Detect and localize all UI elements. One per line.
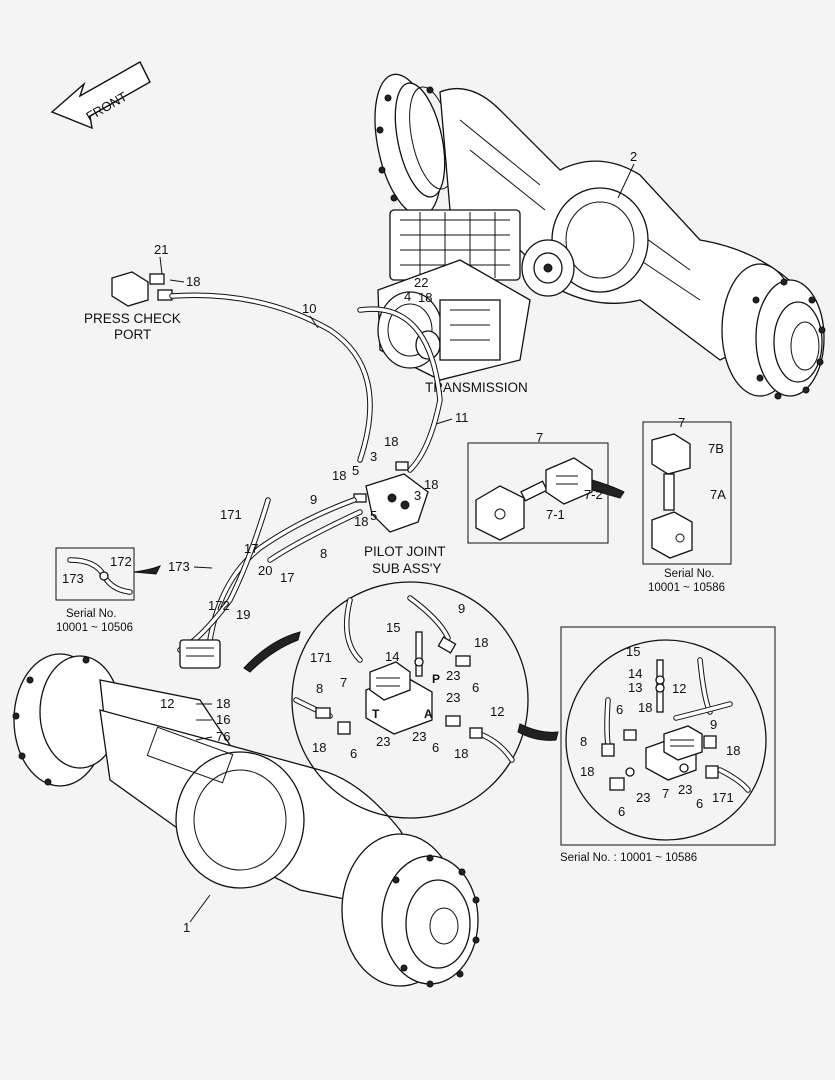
port-a: A [424, 707, 433, 721]
label-front-axle: 1 [183, 920, 190, 935]
label-17-a: 17 [244, 541, 258, 556]
label-23-circle-c: 23 [376, 734, 390, 749]
label-23-box-a: 23 [678, 782, 692, 797]
label-14-box: 14 [628, 666, 642, 681]
label-hose-8: 8 [320, 546, 327, 561]
label-7b: 7B [708, 441, 724, 456]
label-5-pj-a: 5 [352, 463, 359, 478]
label-15-box: 15 [626, 644, 640, 659]
label-23-box-b: 23 [636, 790, 650, 805]
front-axle [12, 639, 480, 988]
caption-pilot-joint-2: SUB ASS'Y [372, 561, 441, 576]
detail-box-clamp [55, 547, 162, 601]
label-18-pj-a: 18 [384, 434, 398, 449]
label-6-circle-c: 6 [432, 740, 439, 755]
label-9-box: 9 [710, 717, 717, 732]
detail-box-valve-7 [467, 442, 625, 544]
serial-right-title: Serial No. [664, 568, 715, 580]
label-6-box-a: 6 [616, 702, 623, 717]
label-3-pj-a: 3 [370, 449, 377, 464]
label-15-circle: 15 [386, 620, 400, 635]
label-6-box-b: 6 [696, 796, 703, 811]
label-trans-4: 4 [404, 289, 411, 304]
caption-pilot-joint-1: PILOT JOINT [364, 544, 446, 559]
label-hose-11: 11 [455, 410, 469, 425]
label-171-box: 171 [712, 790, 734, 805]
label-171-main: 171 [220, 507, 242, 522]
port-t: T [372, 707, 380, 721]
label-18-box-b: 18 [726, 743, 740, 758]
transmission [377, 209, 531, 381]
label-7a: 7A [710, 487, 726, 502]
label-7-circle: 7 [340, 675, 347, 690]
label-18-circle-b: 18 [312, 740, 326, 755]
label-hose-10: 10 [302, 301, 316, 316]
caption-press-check-1: PRESS CHECK [84, 311, 181, 326]
label-16: 16 [216, 712, 230, 727]
label-19: 19 [236, 607, 250, 622]
press-check-port [111, 271, 173, 307]
label-18-box-a: 18 [638, 700, 652, 715]
label-23-circle-a: 23 [446, 668, 460, 683]
label-172-main: 172 [208, 598, 230, 613]
label-12-circle: 12 [490, 704, 504, 719]
label-21: 21 [154, 242, 168, 257]
pilot-joint-block [353, 461, 429, 533]
front-arrow: FRONT [50, 61, 151, 130]
label-18-pj-c: 18 [332, 468, 346, 483]
label-hose-9: 9 [310, 492, 317, 507]
detail-box-valve-7ab [642, 421, 732, 565]
label-18-pj-d: 18 [354, 514, 368, 529]
label-trans-22: 22 [414, 275, 428, 290]
label-173-detail: 173 [62, 571, 84, 586]
label-23-circle-b: 23 [446, 690, 460, 705]
label-20: 20 [258, 563, 272, 578]
label-12-box: 12 [672, 681, 686, 696]
label-12-axle: 12 [160, 696, 174, 711]
label-76: 76 [216, 729, 230, 744]
detail-circle-valve [243, 581, 529, 819]
detail-box-serial [560, 626, 776, 846]
label-18-axle: 18 [216, 696, 230, 711]
serial-left-range: 10001 ~ 10506 [56, 622, 133, 634]
label-8-box: 8 [580, 734, 587, 749]
serial-left-title: Serial No. [66, 608, 117, 620]
caption-transmission: TRANSMISSION [425, 380, 528, 395]
rear-axle [374, 73, 826, 400]
label-7-box2: 7 [678, 415, 685, 430]
caption-press-check-2: PORT [114, 327, 151, 342]
label-18-box-c: 18 [580, 764, 594, 779]
label-14-circle: 14 [385, 649, 399, 664]
label-9-circle: 9 [458, 601, 465, 616]
label-171-circle: 171 [310, 650, 332, 665]
label-7-1: 7-1 [546, 507, 565, 522]
label-18-circle-c: 18 [454, 746, 468, 761]
port-p: P [432, 672, 440, 686]
serial-right-range: 10001 ~ 10586 [648, 582, 725, 594]
label-172-detail: 172 [110, 554, 132, 569]
label-3-pj-b: 3 [414, 488, 421, 503]
label-7-2: 7-2 [584, 487, 603, 502]
label-8-circle: 8 [316, 681, 323, 696]
label-6-circle-a: 6 [472, 680, 479, 695]
label-rear-axle: 2 [630, 149, 637, 164]
label-173-main: 173 [168, 559, 190, 574]
label-13-box: 13 [628, 680, 642, 695]
label-7-box: 7 [536, 430, 543, 445]
label-trans-18: 18 [418, 290, 432, 305]
label-18-circle-a: 18 [474, 635, 488, 650]
label-7-box3: 7 [662, 786, 669, 801]
label-17-b: 17 [280, 570, 294, 585]
label-5-pj-b: 5 [370, 508, 377, 523]
label-23-circle-d: 23 [412, 729, 426, 744]
label-6-box-c: 6 [618, 804, 625, 819]
label-18-pj-b: 18 [424, 477, 438, 492]
label-18-press: 18 [186, 274, 200, 289]
serial-detail-full: Serial No. : 10001 ~ 10586 [560, 852, 697, 864]
label-6-circle-b: 6 [350, 746, 357, 761]
